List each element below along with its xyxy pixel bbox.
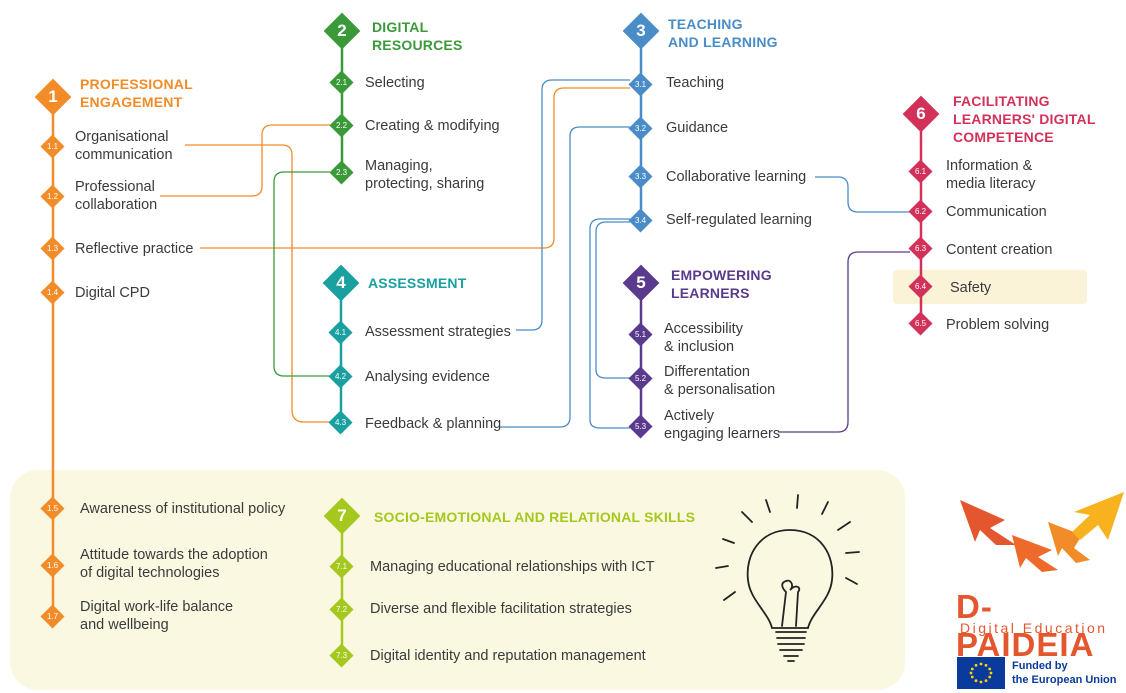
area-5-title: EMPOWERING LEARNERS (671, 267, 772, 301)
item-6-1-label: Information & media literacy (946, 158, 1036, 192)
item-6-5-label: Problem solving (946, 317, 1050, 333)
item-1-5-label: Awareness of institutional policy (80, 501, 286, 517)
area-1-title: PROFESSIONAL ENGAGEMENT (80, 76, 193, 110)
area-6-title: FACILITATING LEARNERS' DIGITAL COMPETENC… (953, 93, 1096, 145)
item-1-3-label: Reflective practice (75, 241, 194, 257)
item-7-1-label: Managing educational relationships with … (370, 559, 655, 575)
logo-tagline: Digital Education (960, 620, 1108, 636)
item-7-3-label: Digital identity and reputation manageme… (370, 648, 646, 664)
item-6-4-label: Safety (950, 280, 992, 296)
item-2-1-label: Selecting (365, 75, 425, 91)
item-1-7-label: Digital work-life balance and wellbeing (80, 599, 234, 633)
area-7-title: SOCIO-EMOTIONAL AND RELATIONAL SKILLS (374, 509, 696, 525)
item-3-4-label: Self-regulated learning (666, 212, 812, 228)
item-1-1-label: Organisational communication (75, 129, 173, 163)
item-5-1-label: Accessibility & inclusion (664, 321, 743, 355)
item-1-4-label: Digital CPD (75, 285, 150, 301)
item-4-3-label: Feedback & planning (365, 416, 502, 432)
socio-emotional-panel (10, 470, 905, 690)
item-5-3-label: Actively engaging learners (664, 408, 781, 442)
item-5-2-label: Differentation & personalisation (664, 364, 776, 398)
item-3-1-label: Teaching (666, 75, 725, 91)
item-2-2-label: Creating & modifying (365, 118, 500, 134)
logo-name: D-PAIDEIA (956, 588, 1095, 663)
item-6-2-label: Communication (946, 204, 1047, 220)
item-3-2-label: Guidance (666, 120, 729, 136)
item-4-1-label: Assessment strategies (365, 324, 511, 340)
area-4-title: ASSESSMENT (368, 275, 467, 291)
item-1-6-label: Attitude towards the adoption of digital… (80, 547, 268, 581)
item-7-2-label: Diverse and flexible facilitation strate… (370, 601, 632, 617)
funding-text: Funded by the European Union (1012, 660, 1117, 686)
item-1-2-label: Professional collaboration (75, 179, 158, 213)
eu-flag-icon (957, 657, 1005, 689)
area-2-title: DIGITAL RESOURCES (372, 19, 463, 53)
item-6-3-label: Content creation (946, 242, 1053, 258)
item-4-2-label: Analysing evidence (365, 369, 490, 385)
item-2-3-label: Managing, protecting, sharing (365, 158, 485, 192)
area-3-title: TEACHING AND LEARNING (668, 16, 778, 50)
item-3-3-label: Collaborative learning (666, 169, 807, 185)
